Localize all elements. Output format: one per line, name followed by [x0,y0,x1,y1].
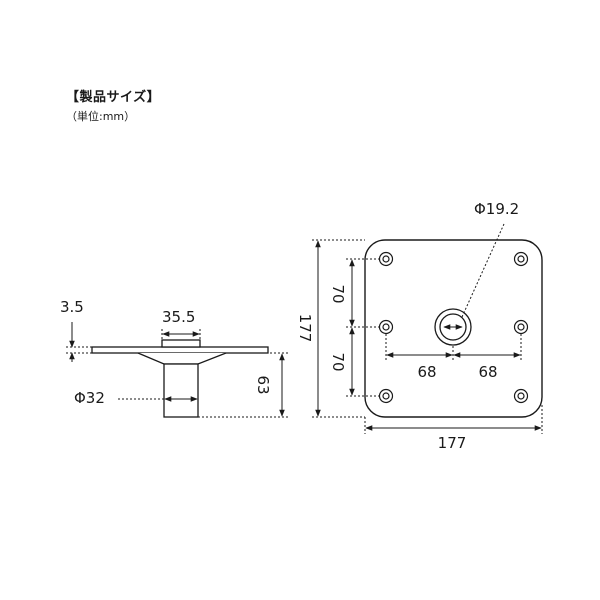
dim-hole-spacing-upper: 70 [329,284,347,303]
dim-plate-thickness: 3.5 [60,298,84,316]
title: 【製品サイズ】 [66,90,161,105]
dim-outer-width: 177 [438,434,467,452]
top-view: Φ19.2 177 70 70 68 68 177 [296,200,543,452]
side-view: 3.5 35.5 Φ32 63 [60,298,290,418]
hub [161,339,201,348]
dim-pipe-diameter: Φ32 [74,389,105,407]
unit-note: （単位:mm） [66,110,136,123]
pipe [163,363,199,418]
cone-support [137,352,227,365]
dim-center-hole-diameter: Φ19.2 [474,200,519,218]
dim-hole-offset-right: 68 [478,363,497,381]
dim-pipe-height: 63 [254,375,272,394]
dim-hole-spacing-lower: 70 [329,352,347,371]
dim-outer-height: 177 [296,314,314,343]
mounting-holes [378,251,529,404]
flange-plate [91,346,269,354]
dim-hub-width: 35.5 [162,308,195,326]
dim-hole-offset-left: 68 [417,363,436,381]
